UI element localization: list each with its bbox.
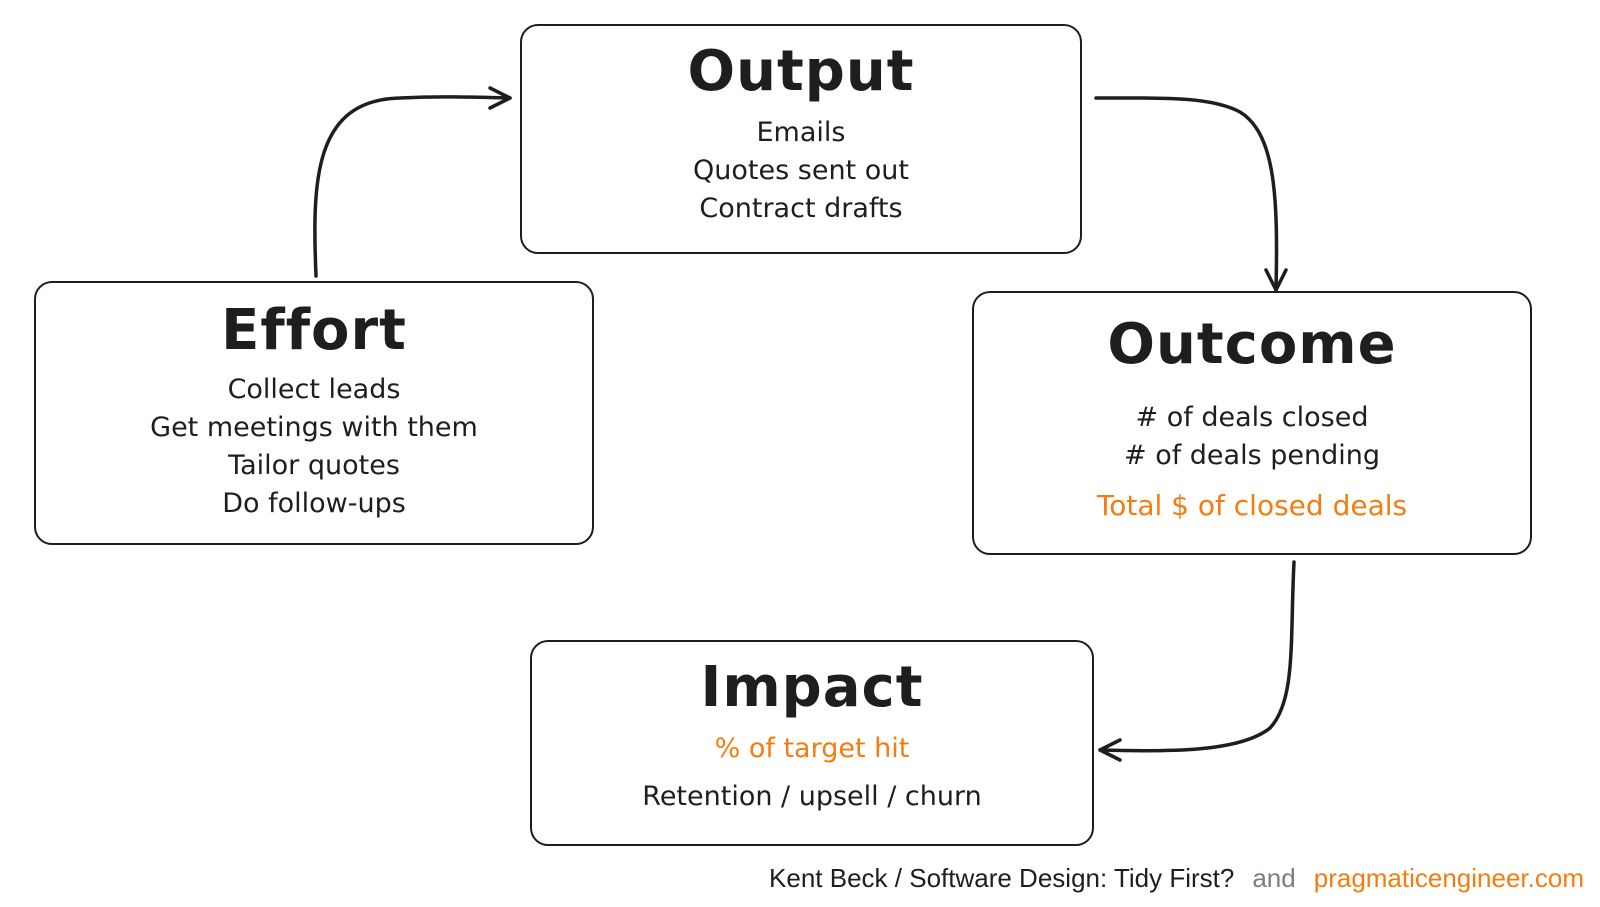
outcome-items: # of deals closed # of deals pending Tot… (974, 399, 1530, 525)
output-items: Emails Quotes sent out Contract drafts (522, 114, 1080, 228)
impact-items: % of target hit Retention / upsell / chu… (532, 730, 1092, 816)
arrow-output-to-outcome (1094, 96, 1288, 292)
impact-item: Retention / upsell / churn (642, 781, 982, 812)
effort-title: Effort (221, 298, 407, 363)
site-link[interactable]: pragmaticengineer.com (1313, 863, 1584, 893)
impact-highlight: % of target hit (714, 733, 910, 764)
effort-items: Collect leads Get meetings with them Tai… (36, 371, 592, 523)
output-item: Contract drafts (699, 193, 903, 224)
outcome-title: Outcome (1107, 312, 1397, 377)
outcome-box: Outcome # of deals closed # of deals pen… (972, 291, 1532, 555)
effort-box: Effort Collect leads Get meetings with t… (34, 281, 594, 545)
arrow-outcome-to-impact (1098, 560, 1296, 762)
output-item: Emails (756, 117, 846, 148)
effort-item: Do follow-ups (222, 488, 406, 519)
book-credit: Kent Beck / Software Design: Tidy First? (769, 863, 1235, 893)
impact-title: Impact (700, 655, 924, 720)
output-box: Output Emails Quotes sent out Contract d… (520, 24, 1082, 254)
arrow-effort-to-output (313, 86, 512, 278)
outcome-highlight: Total $ of closed deals (1096, 489, 1408, 522)
attribution-footer: Kent Beck / Software Design: Tidy First?… (769, 862, 1584, 894)
outcome-item: # of deals closed (1135, 402, 1369, 433)
outcome-item: # of deals pending (1123, 440, 1380, 471)
output-item: Quotes sent out (693, 155, 909, 186)
footer-connector: and (1252, 863, 1296, 893)
output-title: Output (687, 39, 915, 104)
effort-item: Get meetings with them (150, 412, 478, 443)
impact-box: Impact % of target hit Retention / upsel… (530, 640, 1094, 846)
effort-item: Collect leads (227, 374, 401, 405)
effort-item: Tailor quotes (228, 450, 400, 481)
